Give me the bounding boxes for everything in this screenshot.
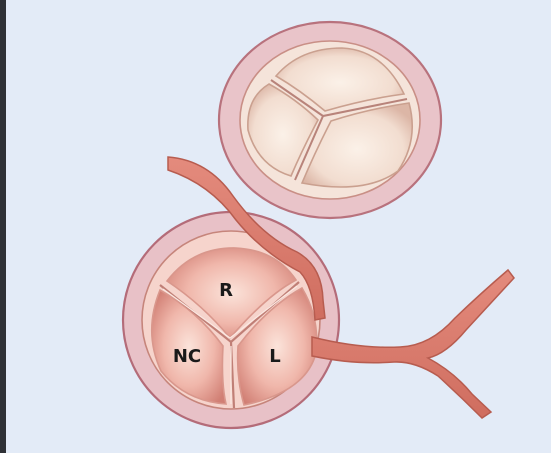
lower-valve: R NC L xyxy=(123,212,339,428)
label-left-cusp: L xyxy=(269,346,280,367)
upper-valve xyxy=(219,22,441,218)
coronary-artery-left xyxy=(312,270,514,418)
label-non-coronary-cusp: NC xyxy=(173,346,201,367)
label-right-cusp: R xyxy=(219,280,233,301)
